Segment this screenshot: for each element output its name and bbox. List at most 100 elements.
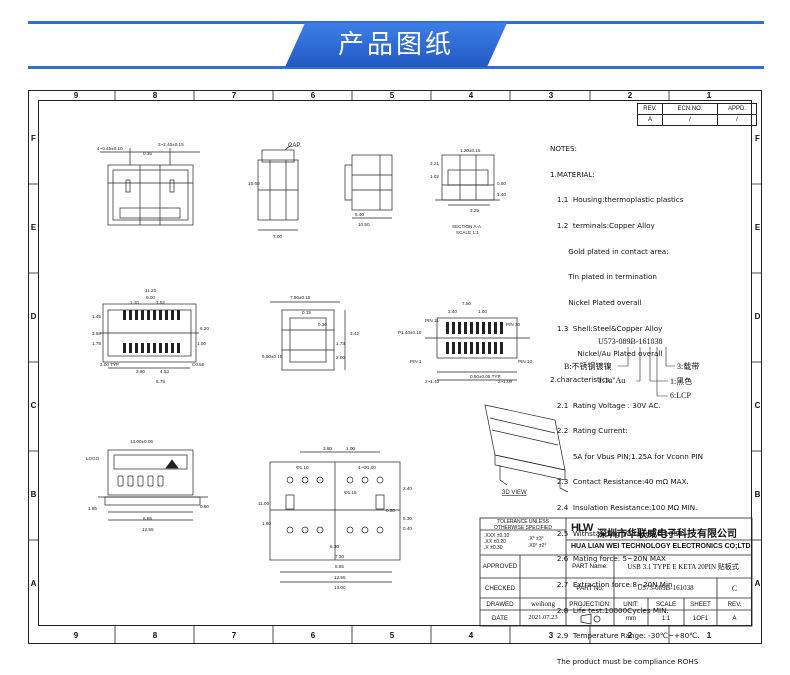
- legend-packing: 3:载带: [677, 362, 700, 371]
- zone-col-6: 6: [310, 91, 316, 100]
- dim-text: 3.68: [92, 331, 101, 336]
- notes-line: 5A for Vbus PIN;1.25A for Vconn PIN: [550, 451, 703, 461]
- zone-row-c-right: C: [754, 401, 761, 410]
- zone-col-1: 1: [706, 91, 712, 100]
- dim-text: 11.20: [145, 288, 157, 293]
- date-label: DATE: [491, 615, 509, 622]
- dim-text: 2.00 TYP: [100, 362, 119, 367]
- notes-line: Gold plated in contact area:: [550, 246, 669, 256]
- banner-title: 产品图纸: [337, 30, 454, 60]
- rev-value-appd: /: [717, 114, 757, 126]
- dim-text: 3.42: [350, 331, 359, 336]
- zone-row-d-right: D: [754, 312, 761, 321]
- banner-top-line: [28, 21, 764, 24]
- tolerance-row: .X ±0.30: [484, 545, 503, 551]
- dim-text: 0.80: [200, 504, 209, 509]
- zone-col-8-bottom: 8: [152, 631, 158, 640]
- dim-text: 7.30: [335, 554, 344, 559]
- dim-text: 10.50: [358, 222, 370, 227]
- dim-text: 6.20: [200, 326, 209, 331]
- dim-text: 5.60±0.15: [262, 354, 283, 359]
- side-view: [344, 154, 393, 219]
- notes-line: 2.4 Insulation Resistance:100 MΩ MIN.: [550, 503, 698, 513]
- part-rev-value: C: [731, 584, 738, 593]
- dim-text: Φ1.15: [344, 490, 357, 495]
- zone-col-7: 7: [231, 91, 237, 100]
- notes-line: 2.3 Contact Resistance:40 mΩ MAX.: [550, 477, 689, 487]
- notes-line: 2.characteristics:: [550, 374, 612, 384]
- zone-col-9-bottom: 9: [73, 631, 79, 640]
- dim-text: 2.00: [336, 355, 345, 360]
- dim-text: C0.50: [192, 362, 205, 367]
- iso-3d-view: [484, 404, 569, 493]
- zone-row-a-right: A: [754, 579, 761, 588]
- scale-label: SCALE: [655, 601, 677, 608]
- dim-text: 4.53: [160, 369, 169, 374]
- company-name-cn: 深圳市华联威电子科技有限公司: [597, 529, 737, 540]
- dim-text: 0.30: [318, 322, 327, 327]
- zone-row-f-right: F: [755, 134, 760, 143]
- notes-line: 2.1 Rating Voltage : 30V AC.: [550, 400, 661, 410]
- dim-text: P1.40±0.10: [398, 330, 422, 335]
- notes-line: 1.3 Shell:Steel&Copper Alloy: [550, 323, 663, 333]
- unit-value: mm: [625, 615, 637, 622]
- dim-text: 5.40: [355, 212, 364, 217]
- dim-text: 7.86±0.15: [290, 295, 311, 300]
- zone-col-2-bottom: 2: [627, 631, 633, 640]
- dim-text: 1.52: [156, 300, 165, 305]
- dim-text: 1.73: [336, 341, 345, 346]
- zone-col-3: 3: [548, 91, 554, 100]
- zone-col-8: 8: [152, 91, 158, 100]
- part-no-label: PART No:: [576, 585, 604, 592]
- zone-row-b: B: [30, 490, 37, 499]
- notes-line: Nickel Plated overall: [550, 297, 642, 307]
- part-code: U573-089B-161038: [598, 337, 663, 346]
- zone-col-5-bottom: 5: [389, 631, 395, 640]
- notes-line: 2.9 Temperature Range: -30℃~+80℃.: [550, 631, 700, 641]
- zone-row-e-right: E: [754, 223, 761, 232]
- dim-text: 6.85: [143, 516, 152, 521]
- dim-text: 6.30: [330, 544, 339, 549]
- tolerance-title: TOLERANCE UNLESS OTHERWISE SPECIFIED: [494, 519, 552, 531]
- dim-text: 12.55: [142, 527, 154, 532]
- tolerance-row: .XX ±0.20: [484, 539, 506, 545]
- banner-tab: [285, 23, 507, 67]
- dim-text: 0.50: [386, 508, 395, 513]
- dim-text: PIN 10: [518, 359, 532, 364]
- dim-text: 1.00: [346, 446, 355, 451]
- scale-note: SCALE 1:1: [456, 230, 479, 235]
- dim-text: 13.00: [334, 585, 346, 590]
- zone-row-c: C: [30, 401, 37, 410]
- drawer-name: weihong: [530, 600, 556, 608]
- zone-col-2: 2: [627, 91, 633, 100]
- dim-text: Φ1.10: [296, 465, 309, 470]
- section-view: [435, 154, 500, 206]
- rev-value: A: [732, 615, 737, 622]
- cap-label: CAP: [288, 143, 300, 149]
- notes-line: 2.6 Mating force: 5~20N MAX: [550, 554, 666, 564]
- dim-text: 1.02: [430, 174, 439, 179]
- dim-text: 4~0.45±0.10: [97, 146, 123, 151]
- zone-col-6-bottom: 6: [310, 631, 316, 640]
- drawed-label: DRAWED: [486, 601, 514, 608]
- dim-text: PIN 1: [410, 359, 422, 364]
- pcb-footprint-view: [425, 317, 530, 381]
- dim-text: 8.85: [335, 564, 344, 569]
- notes-line: NOTES:: [550, 144, 577, 154]
- notes-line: 1.2 terminals:Copper Alloy: [550, 221, 655, 231]
- dim-text: 0.50±0.05 TYP: [470, 374, 501, 379]
- scale-value: 1:1: [661, 615, 671, 622]
- dim-text: 3.29: [470, 208, 479, 213]
- dim-text: 7.00: [273, 234, 282, 239]
- projection-label: PROJECTION:: [569, 601, 611, 608]
- dim-text: 0.15: [302, 310, 311, 315]
- zone-row-b-right: B: [754, 490, 761, 499]
- notes-line: 2.7 Extraction force:8~20N Min: [550, 579, 673, 589]
- notes-line: The product must be compliance ROHS: [550, 656, 699, 666]
- tolerance-angle: .X° ±3°: [528, 536, 544, 542]
- drawing-frame-outer: [28, 90, 762, 644]
- legend-color: 1:黑色: [670, 377, 693, 386]
- zone-row-f: F: [31, 134, 36, 143]
